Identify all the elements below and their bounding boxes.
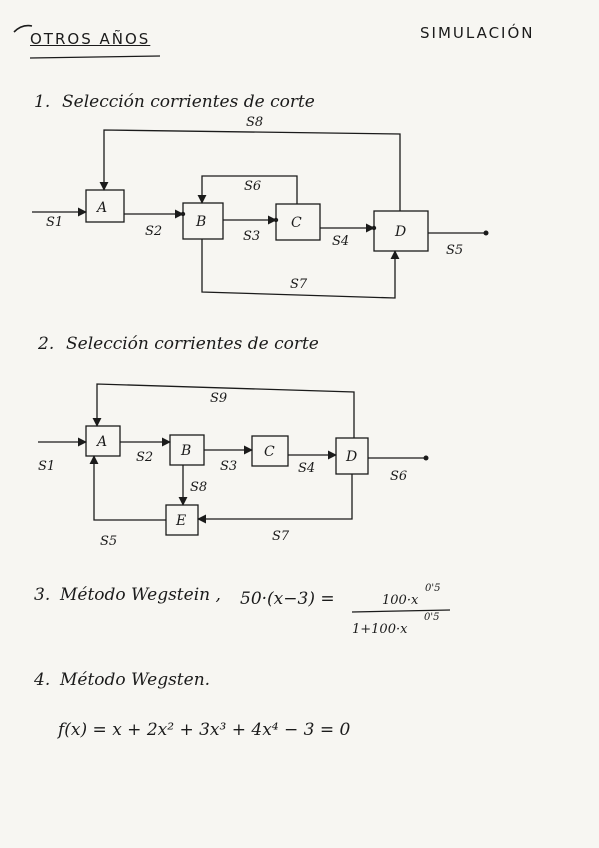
d1-block-b-label: B	[195, 214, 206, 230]
section-3-denominator-exponent: 0'5	[424, 612, 440, 623]
section-3-number: 3.	[34, 585, 51, 605]
d2-stream-s8: S8	[190, 480, 207, 495]
section-1-title: Selección corrientes de corte	[62, 92, 315, 112]
section-3-title: Método Wegstein ,	[60, 585, 221, 605]
header-right: SIMULACIÓN	[420, 24, 535, 42]
section-3-equation-lhs: 50·(x−3) =	[240, 589, 335, 609]
section-4-equation: f(x) = x + 2x² + 3x³ + 4x⁴ − 3 = 0	[58, 720, 351, 740]
section-4-title: Método Wegsten.	[60, 670, 211, 690]
d2-stream-s1: S1	[38, 459, 55, 474]
section-1-number: 1.	[34, 92, 51, 112]
d2-block-a-label: A	[95, 434, 107, 450]
header-left: OTROS AÑOS	[30, 30, 151, 48]
section-4-number: 4.	[34, 670, 51, 690]
d1-block-d-label: D	[394, 224, 406, 240]
d2-stream-s6: S6	[390, 469, 407, 484]
d2-stream-s3: S3	[220, 459, 237, 474]
section-3-denominator: 1+100·x	[352, 622, 408, 637]
d1-stream-s1: S1	[46, 215, 63, 230]
d2-block-d-label: D	[345, 449, 357, 465]
d1-stream-s2: S2	[145, 224, 162, 239]
d1-stream-s8: S8	[246, 115, 263, 130]
d2-stream-s7: S7	[272, 529, 290, 544]
d2-stream-s5: S5	[100, 534, 117, 549]
d1-stream-s3: S3	[243, 229, 260, 244]
d1-stream-s5: S5	[446, 243, 463, 258]
d2-stream-s4: S4	[298, 461, 315, 476]
d2-block-c-label: C	[264, 444, 275, 460]
d1-stream-s7: S7	[290, 277, 308, 292]
d2-block-e-label: E	[175, 513, 186, 529]
d1-block-c-label: C	[291, 215, 302, 231]
section-2-number: 2.	[38, 334, 55, 354]
section-3-numerator-exponent: 0'5	[425, 583, 441, 594]
d1-stream-s4: S4	[332, 234, 349, 249]
d2-stream-s9: S9	[210, 391, 227, 406]
d1-stream-s6: S6	[244, 179, 261, 194]
section-3-numerator: 100·x	[382, 593, 419, 608]
d1-block-a-label: A	[95, 200, 107, 216]
d2-block-b-label: B	[180, 443, 191, 459]
section-2-title: Selección corrientes de corte	[66, 334, 319, 354]
d2-stream-s2: S2	[136, 450, 153, 465]
